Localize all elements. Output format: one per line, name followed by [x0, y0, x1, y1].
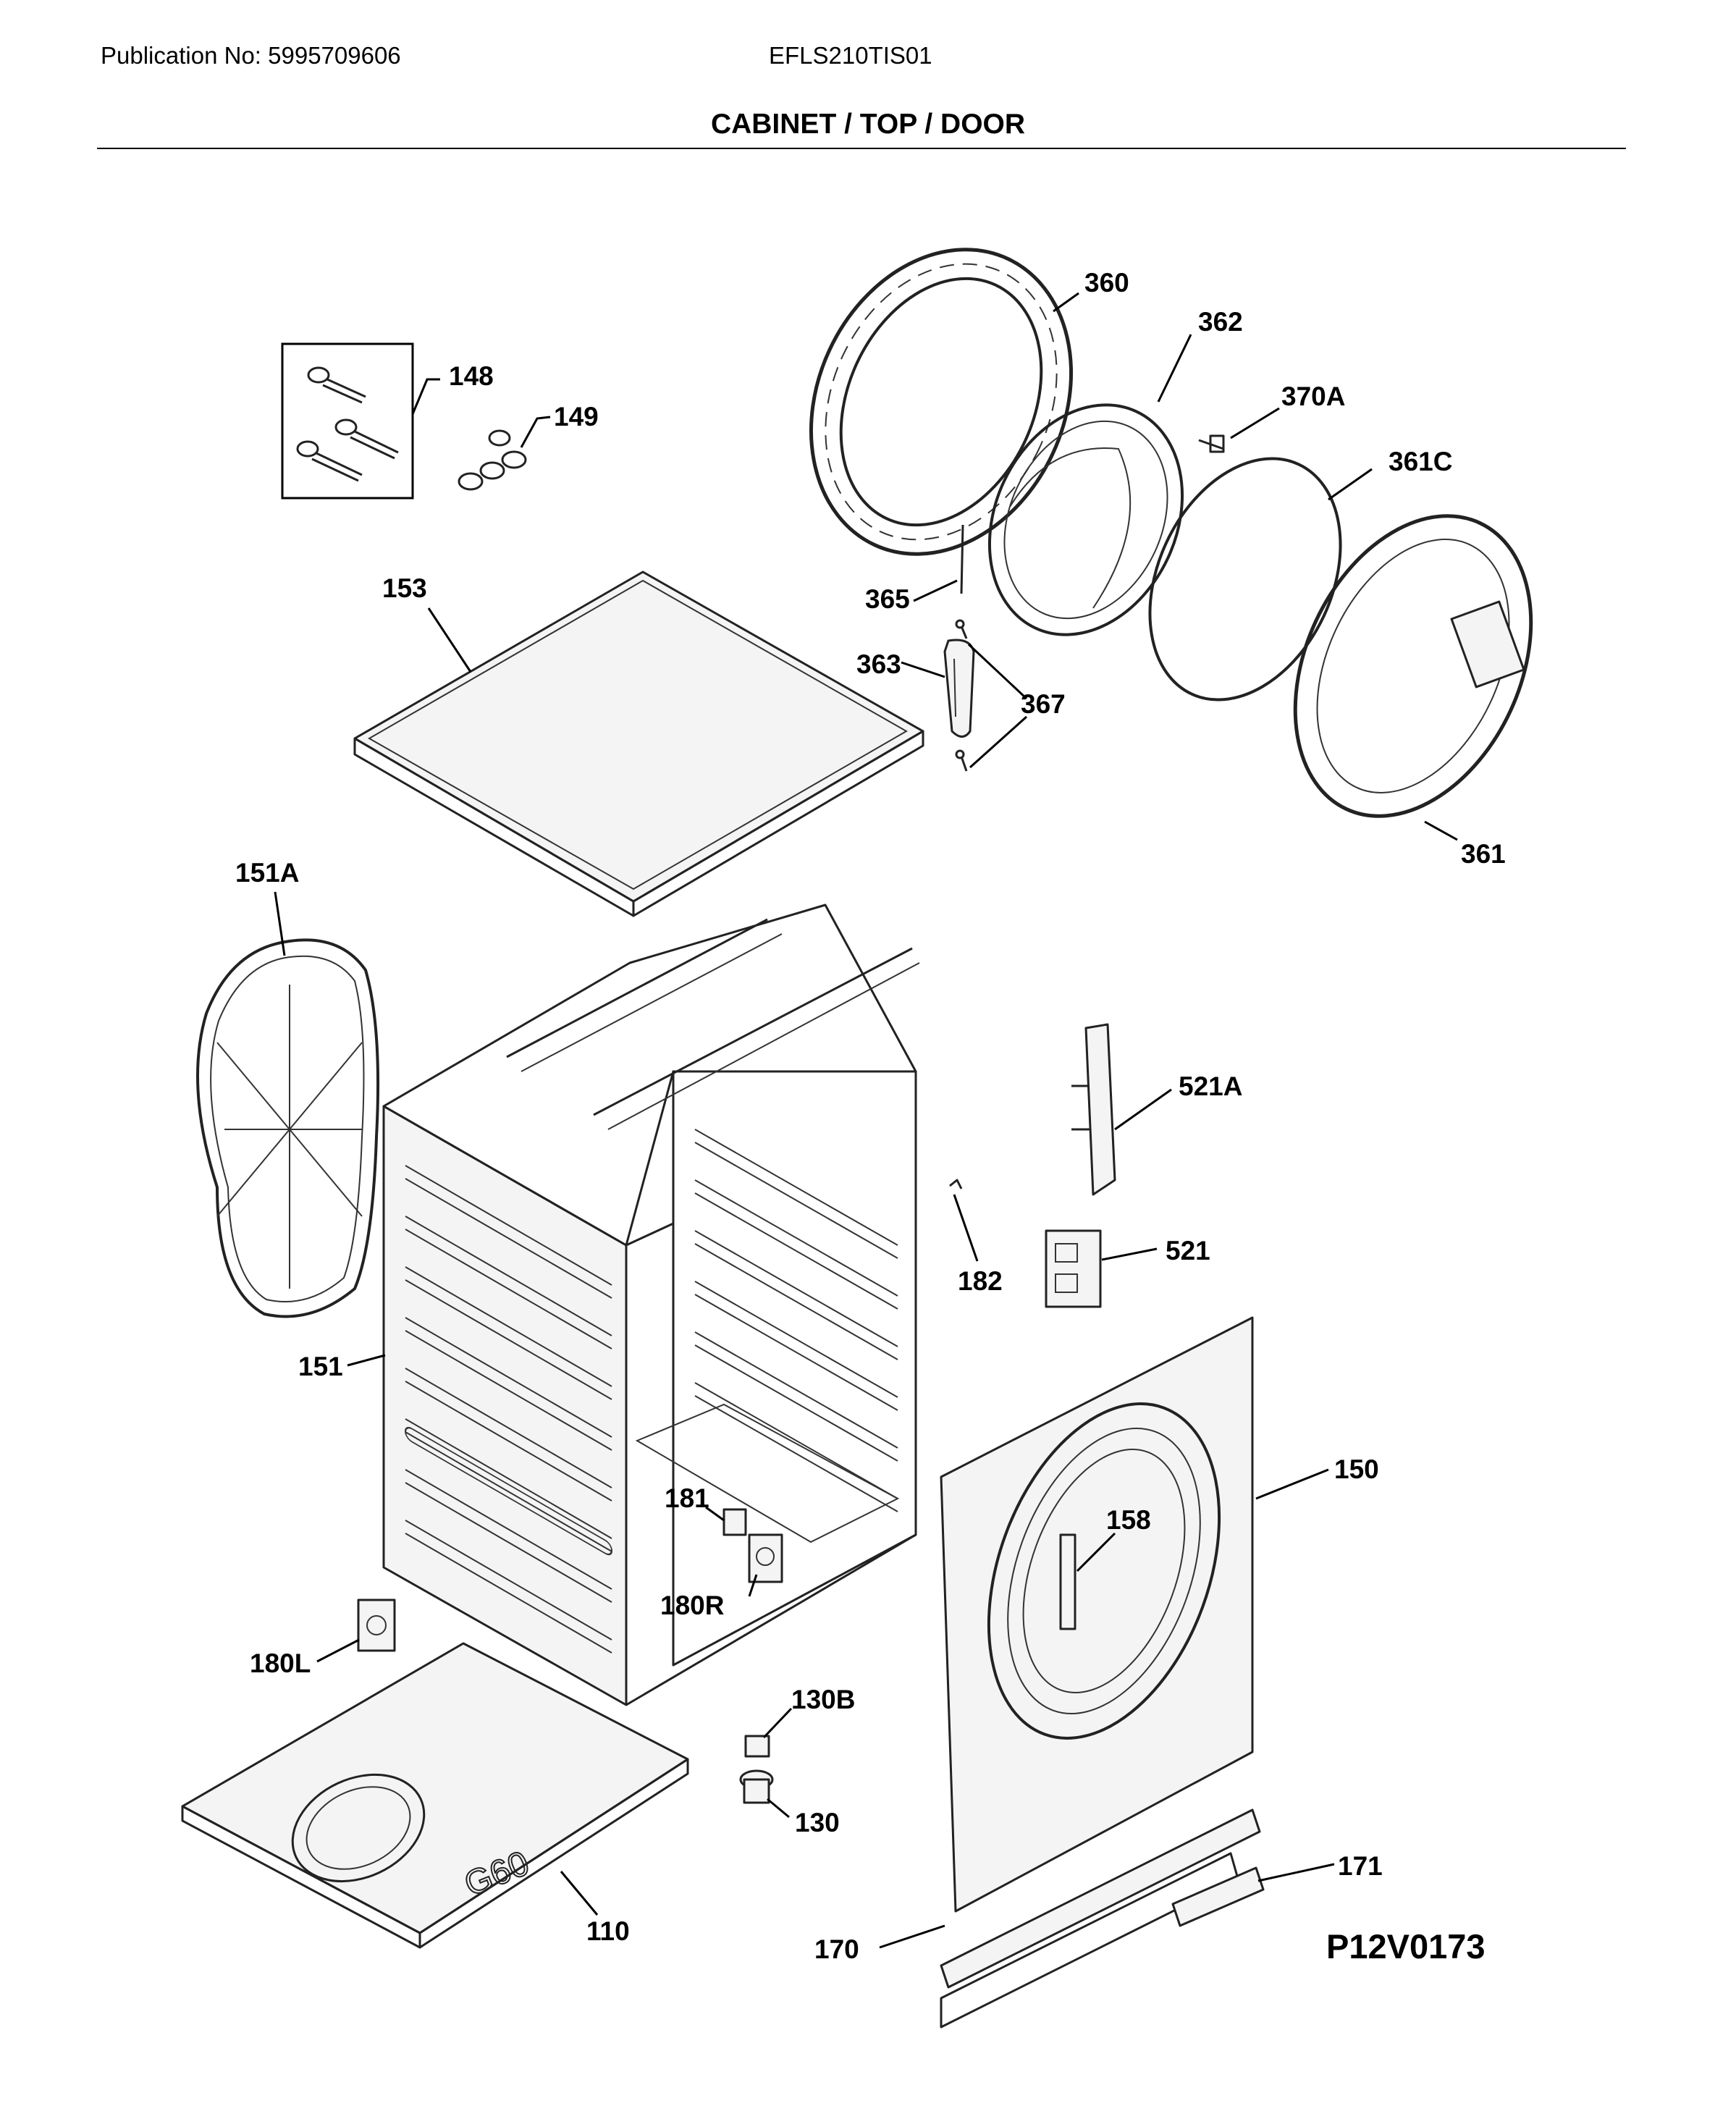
callout-362: 362: [1198, 307, 1243, 337]
callout-170: 170: [814, 1934, 859, 1964]
callout-370A: 370A: [1281, 382, 1345, 411]
part-182-clip: [949, 1179, 963, 1189]
publication-number: Publication No: 5995709606: [101, 42, 401, 69]
part-151A-rear-panel: [196, 938, 380, 1318]
callout-363: 363: [856, 649, 901, 679]
cabinet-right-ribs: [694, 1129, 898, 1512]
callout-158: 158: [1106, 1505, 1151, 1535]
callout-130B: 130B: [791, 1685, 855, 1714]
callout-171: 171: [1338, 1851, 1383, 1881]
part-180L-damper: [357, 1599, 396, 1652]
part-180R-damper: [748, 1533, 783, 1583]
part-171-drain-cover: [1171, 1866, 1265, 1927]
part-150-front-panel: [940, 1316, 1254, 1913]
diagram-code: P12V0173: [1326, 1927, 1486, 1966]
section-title: CABINET / TOP / DOOR: [710, 109, 1026, 140]
callout-180L: 180L: [250, 1648, 311, 1678]
callout-130: 130: [795, 1808, 840, 1837]
callout-153: 153: [382, 573, 427, 603]
header-rule: [97, 148, 1626, 149]
callout-150: 150: [1334, 1454, 1379, 1484]
part-361C-door-seal: [1148, 457, 1342, 702]
part-148-leveling-legs: [281, 342, 414, 500]
part-153-top-panel: [353, 570, 924, 917]
part-521A-bracket: [1071, 1023, 1116, 1196]
part-130-foot: [739, 1769, 774, 1804]
callout-181: 181: [665, 1483, 709, 1513]
model-number: EFLS210TIS01: [769, 42, 932, 69]
callout-360: 360: [1084, 268, 1129, 298]
part-181-clip: [722, 1508, 747, 1536]
part-370A-hinge-pin: [1198, 434, 1225, 453]
part-361-outer-door: [1293, 514, 1533, 818]
part-362-door-glass: [987, 403, 1184, 636]
part-130B-foot-nut: [744, 1735, 770, 1758]
callout-180R: 180R: [660, 1591, 724, 1620]
callout-151: 151: [298, 1352, 343, 1381]
part-521-door-lock: [1045, 1229, 1102, 1308]
part-363-hinge: [943, 639, 975, 738]
callout-110: 110: [586, 1916, 630, 1946]
callout-365: 365: [865, 584, 910, 614]
part-158-bracket: [1059, 1533, 1076, 1630]
callout-labels: 148 149 153 360 362 370A 361C 365 363 36…: [235, 268, 1506, 1964]
callout-151A: 151A: [235, 858, 299, 888]
part-151-cabinet: [382, 904, 920, 1706]
callout-521: 521: [1166, 1236, 1210, 1265]
part-149-washers: [458, 429, 527, 491]
part-360-inner-door-frame: [809, 248, 1074, 556]
callout-182: 182: [958, 1266, 1003, 1296]
callout-148: 148: [449, 361, 494, 391]
leader-lines: [274, 292, 1458, 1949]
callout-361C: 361C: [1389, 447, 1452, 476]
callout-521A: 521A: [1179, 1071, 1242, 1101]
cabinet-left-ribs: [405, 1165, 612, 1654]
callout-361: 361: [1461, 839, 1506, 869]
callout-149: 149: [554, 402, 599, 431]
part-365-hinge-rod: [960, 524, 964, 594]
callout-367: 367: [1021, 689, 1066, 719]
part-367-screws: [955, 619, 968, 772]
